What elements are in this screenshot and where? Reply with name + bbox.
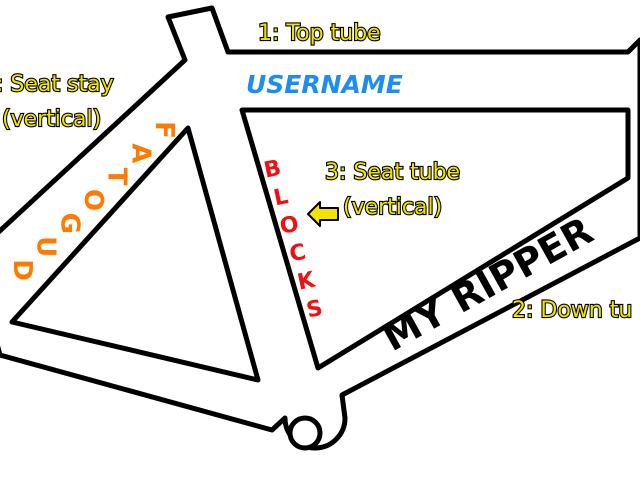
decal-letter: T — [102, 168, 132, 186]
username-decal: USERNAME — [246, 70, 403, 99]
rear-triangle-opening — [9, 125, 261, 383]
callout-seat-tube-line1: 3: Seat tube — [325, 160, 460, 185]
callout-down-tube: 2: Down tu — [512, 298, 632, 323]
decal-letter: F — [149, 121, 179, 139]
callout-seat-stay-line1: : Seat stay — [0, 72, 114, 97]
decal-letter: L — [272, 184, 291, 211]
decal-letter: G — [54, 213, 84, 234]
decal-letter: S — [304, 296, 325, 324]
decal-letter: B — [262, 156, 284, 184]
decal-letter: O — [278, 211, 301, 239]
decal-letter: C — [287, 240, 308, 268]
bottom-bracket-hole — [287, 415, 323, 451]
callout-seat-tube-line2: (vertical) — [343, 195, 442, 220]
callout-seat-stay-line2: (vertical) — [2, 107, 101, 132]
seat-tube-arrow-icon — [307, 201, 339, 227]
decal-letter: K — [295, 267, 318, 295]
decal-letter: D — [7, 259, 37, 281]
decal-letter: A — [125, 143, 155, 163]
callout-top-tube: 1: Top tube — [258, 21, 381, 46]
main-triangle-opening — [239, 107, 631, 371]
decal-letter: O — [78, 189, 108, 211]
decal-letter: U — [31, 236, 61, 257]
